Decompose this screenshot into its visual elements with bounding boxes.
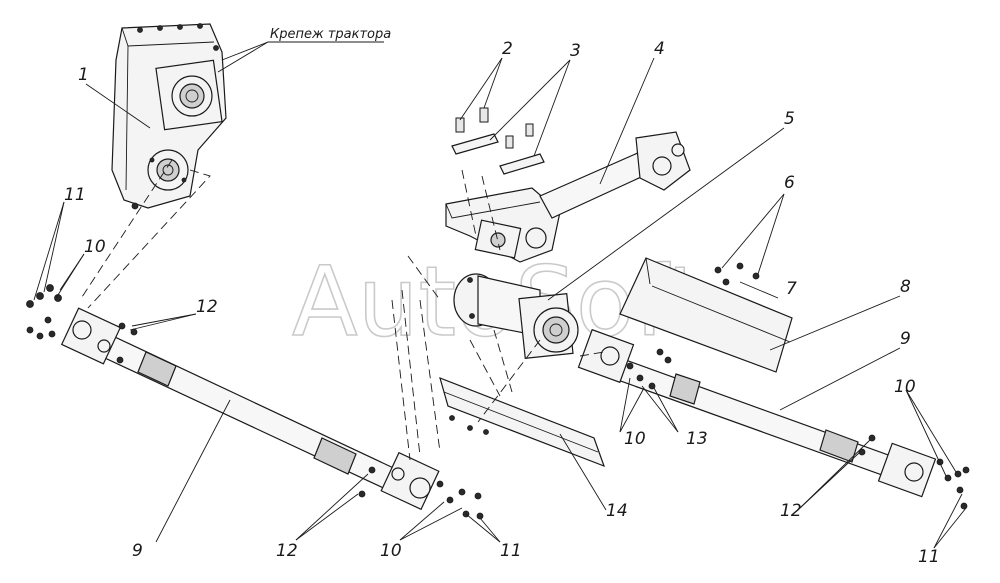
- assembly-guide-lines: [79, 159, 605, 461]
- left-drive-shaft: [60, 307, 440, 511]
- label-11-left-top: 11: [64, 185, 86, 205]
- bracket-bolts: [455, 107, 534, 149]
- left-yoke-bolts: [116, 322, 138, 364]
- left-top-fasteners: [26, 284, 62, 340]
- label-8: 8: [900, 277, 911, 297]
- mid-fasteners: [358, 466, 484, 520]
- gearbox-housing: [111, 23, 227, 210]
- center-fasteners: [626, 348, 672, 390]
- label-7: 7: [786, 279, 797, 299]
- label-10-right: 10: [894, 377, 916, 397]
- right-fasteners: [858, 434, 970, 510]
- label-9-right: 9: [900, 329, 911, 349]
- right-drive-shaft: [577, 328, 937, 498]
- label-10-left-top: 10: [84, 237, 106, 257]
- center-bearing-unit: [453, 273, 579, 360]
- label-12-left-top: 12: [196, 297, 218, 317]
- label-5: 5: [784, 109, 795, 129]
- label-13: 13: [686, 429, 708, 449]
- callout-leaders: [33, 41, 967, 549]
- label-6: 6: [784, 173, 795, 193]
- label-10-mid: 10: [380, 541, 402, 561]
- label-3: 3: [570, 41, 581, 61]
- guard-bolts: [714, 262, 760, 286]
- upper-guard-shield: [619, 257, 793, 373]
- lower-guard-shield: [439, 377, 606, 468]
- label-10-center: 10: [624, 429, 646, 449]
- mounting-plates: [451, 133, 545, 175]
- label-9-left: 9: [132, 541, 143, 561]
- label-11-right: 11: [918, 547, 940, 567]
- label-12-right: 12: [780, 501, 802, 521]
- callout-labels: Крепеж трактора 1 2 3 4 5 6 7 8 9 9 10 1…: [64, 27, 940, 567]
- label-14: 14: [606, 501, 628, 521]
- frame-bracket: [445, 131, 691, 263]
- label-12-mid: 12: [276, 541, 298, 561]
- label-11-mid: 11: [500, 541, 522, 561]
- label-tractor-mount: Крепеж трактора: [270, 27, 391, 42]
- label-1: 1: [78, 65, 89, 85]
- label-4: 4: [654, 39, 665, 59]
- label-2: 2: [502, 39, 513, 59]
